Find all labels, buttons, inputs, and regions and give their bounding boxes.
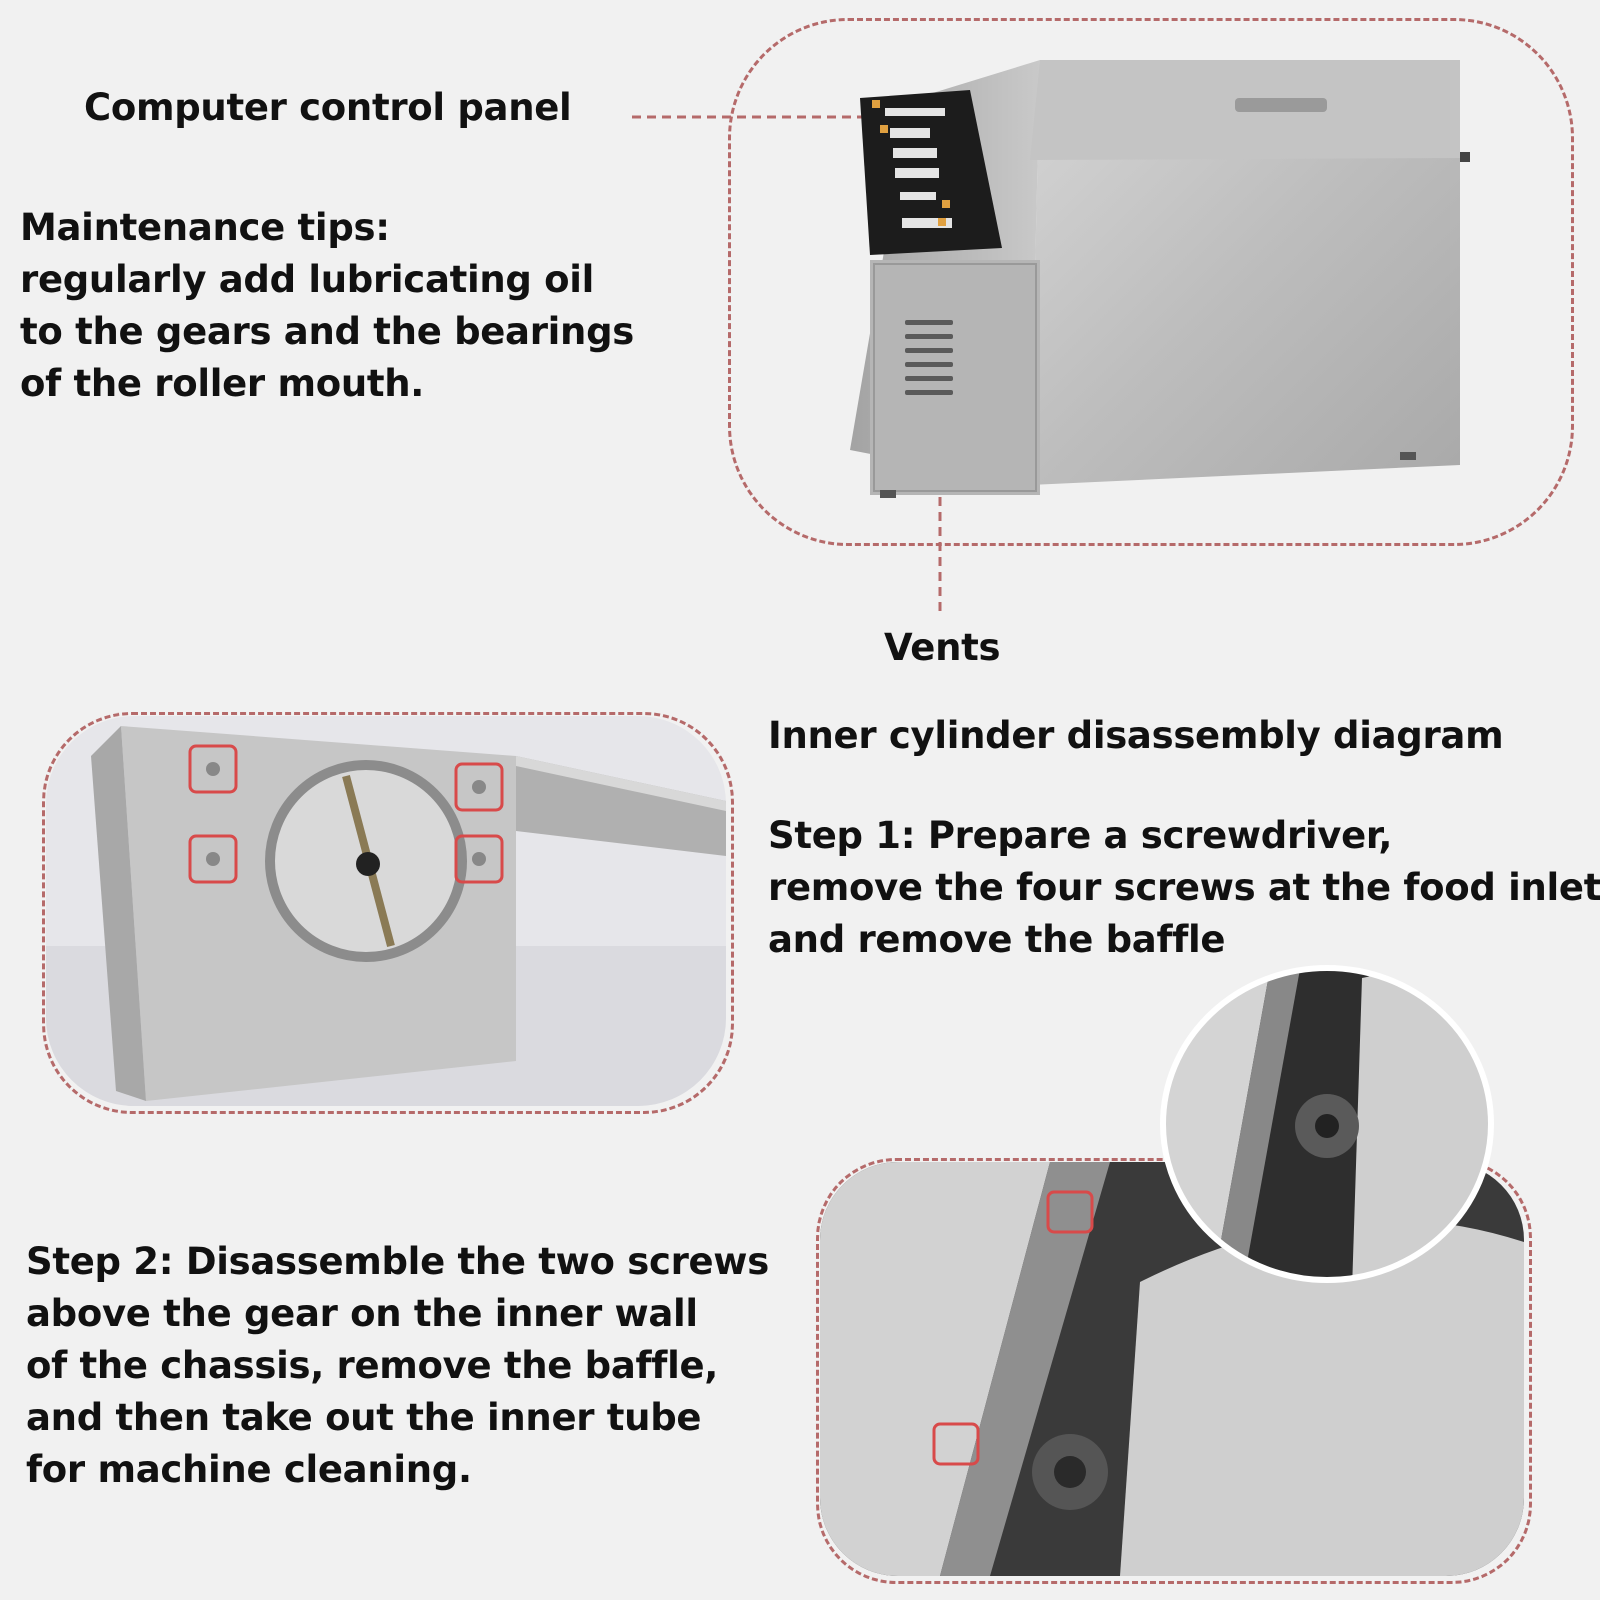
step2-line-1: Step 2: Disassemble the two screws [26, 1240, 769, 1283]
screw-highlights [188, 744, 504, 884]
foot-left [880, 490, 896, 498]
maintenance-line-2: to the gears and the bearings [20, 310, 634, 353]
step2-line-2: above the gear on the inner wall [26, 1292, 698, 1335]
lid-latch [1460, 152, 1470, 162]
step1-line-1: Step 1: Prepare a screwdriver, [768, 814, 1393, 857]
interior-photo [820, 1162, 1524, 1576]
rail [940, 1162, 1110, 1576]
inlet-illustration [46, 716, 726, 1106]
gear [1032, 1434, 1108, 1510]
lid-handle [1235, 98, 1327, 112]
vents-label: Vents [884, 626, 1001, 669]
interior-illustration [820, 1162, 1524, 1576]
diagram-title: Inner cylinder disassembly diagram [768, 714, 1504, 757]
inner-drum [1120, 1219, 1524, 1576]
step1-line-2: remove the four screws at the food inlet… [768, 866, 1600, 909]
step2-line-4: and then take out the inner tube [26, 1396, 702, 1439]
zoom-gear [1295, 1094, 1359, 1158]
inlet-photo [46, 716, 726, 1106]
machine-photo-frame [728, 18, 1574, 546]
inlet-photo-frame [42, 712, 734, 1114]
step2-line-5: for machine cleaning. [26, 1448, 472, 1491]
maintenance-line-1: regularly add lubricating oil [20, 258, 595, 301]
panel-displays [885, 108, 952, 228]
screw-highlights-interior [932, 1190, 1094, 1466]
maintenance-title: Maintenance tips: [20, 206, 390, 249]
inlet-chute [516, 756, 726, 856]
maintenance-line-3: of the roller mouth. [20, 362, 425, 405]
foot-right [1400, 452, 1416, 460]
zoom-drum [1352, 971, 1491, 1280]
panel-buttons [872, 100, 950, 226]
vent-slots [905, 320, 953, 395]
side-wall [820, 1162, 1050, 1576]
step2-line-3: of the chassis, remove the baffle, [26, 1344, 719, 1387]
step1-line-3: and remove the baffle [768, 918, 1226, 961]
machine-illustration [850, 60, 1470, 498]
zoom-detail [1160, 965, 1494, 1283]
control-panel-label: Computer control panel [84, 86, 572, 129]
machine-body [1030, 60, 1460, 485]
lower-cabinet [870, 260, 1040, 495]
